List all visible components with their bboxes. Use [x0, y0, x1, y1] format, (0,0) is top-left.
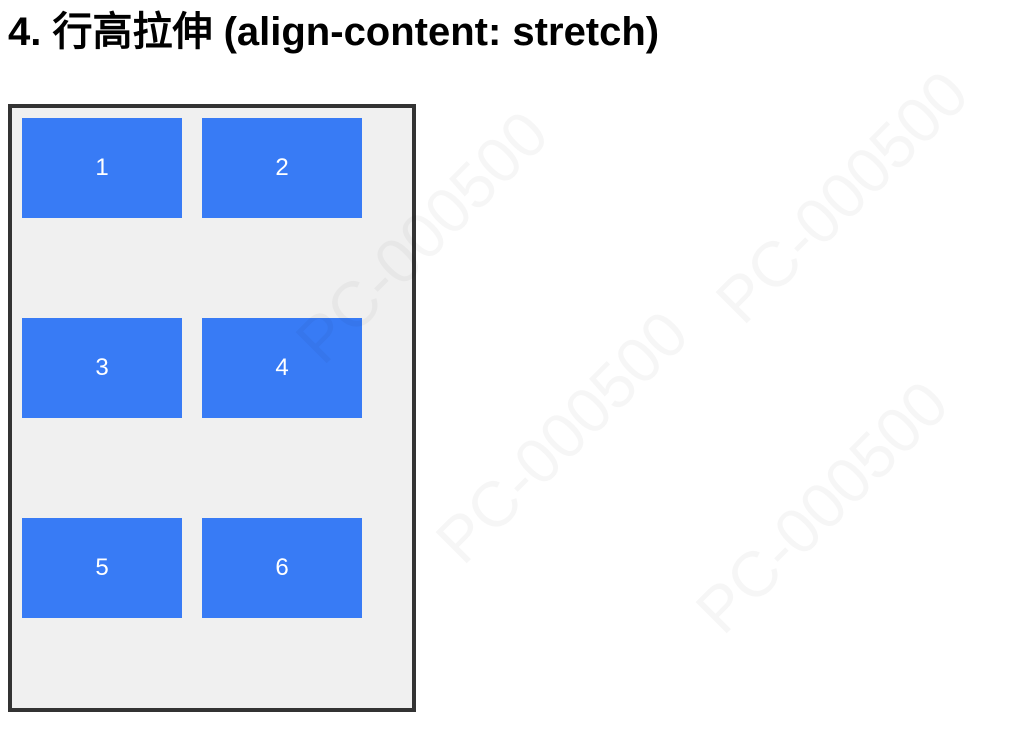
flex-item: 1 — [22, 118, 182, 218]
flex-container: 1 2 3 4 5 6 — [8, 104, 416, 712]
flex-item: 3 — [22, 318, 182, 418]
page-title: 4. 行高拉伸 (align-content: stretch) — [8, 10, 660, 54]
flex-item: 2 — [202, 118, 362, 218]
watermark: PC-000500 — [681, 366, 962, 647]
watermark: PC-000500 — [421, 296, 702, 577]
watermark: PC-000500 — [701, 56, 982, 337]
flex-item: 4 — [202, 318, 362, 418]
flex-item: 5 — [22, 518, 182, 618]
flex-item: 6 — [202, 518, 362, 618]
